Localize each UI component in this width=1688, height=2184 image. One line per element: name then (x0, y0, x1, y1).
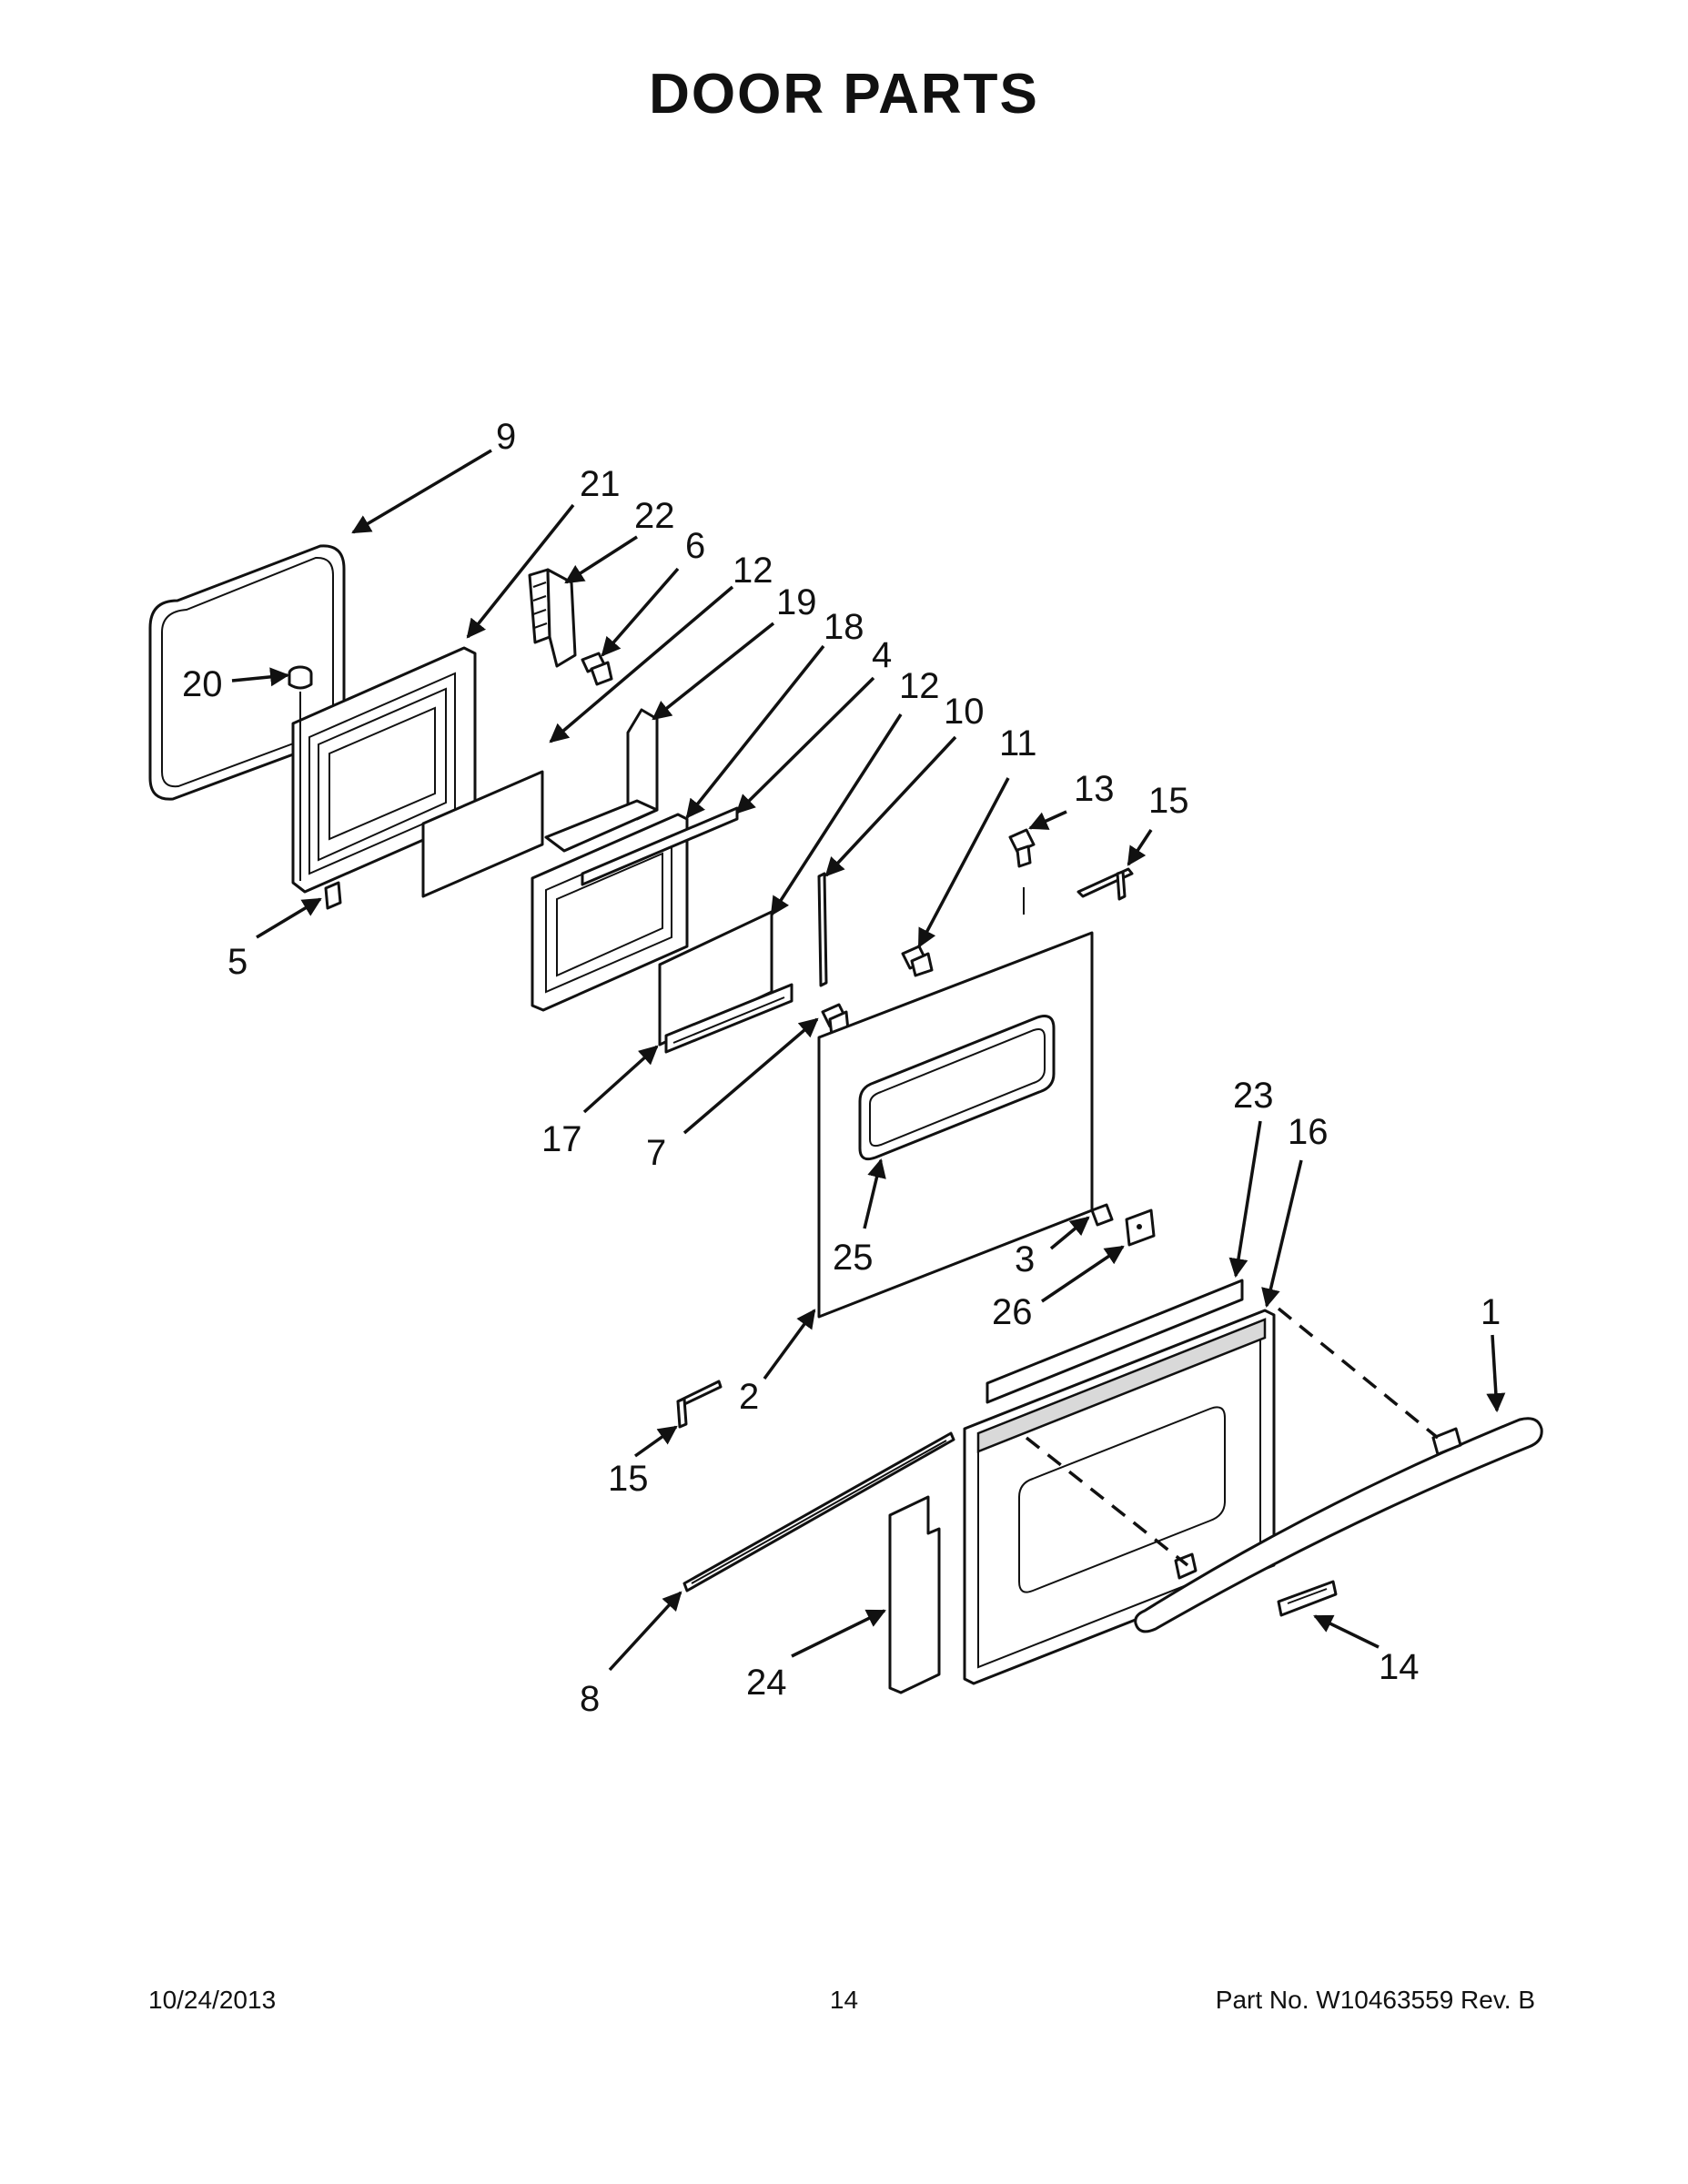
callout-12-upper: 12 (733, 551, 773, 591)
callout-21: 21 (580, 464, 621, 504)
page-title: DOOR PARTS (649, 63, 1039, 126)
callout-13: 13 (1074, 769, 1115, 809)
callout-26: 26 (992, 1292, 1033, 1332)
callout-16: 16 (1288, 1112, 1329, 1152)
part-26-plate (1125, 1208, 1156, 1247)
callout-3: 3 (1015, 1239, 1035, 1279)
callout-24: 24 (746, 1663, 787, 1703)
part-16-outer-door (963, 1309, 1276, 1685)
footer-part-number: Part No. W10463559 Rev. B (1215, 1986, 1535, 2014)
part-8-rail (682, 1431, 955, 1592)
callout-1: 1 (1481, 1292, 1501, 1332)
part-11-screw (901, 945, 934, 977)
callout-8: 8 (580, 1679, 600, 1719)
part-3-screw (1090, 1203, 1114, 1227)
callout-10: 10 (944, 692, 985, 732)
callout-2: 2 (739, 1377, 759, 1417)
part-24-insulation-panel (888, 1495, 941, 1694)
leader-lines (231, 449, 1506, 1672)
callout-9: 9 (496, 417, 516, 457)
callout-15-upper: 15 (1148, 781, 1189, 821)
callout-5: 5 (227, 942, 248, 982)
part-10-bar (817, 872, 828, 987)
part-25-window-trim (858, 1015, 1056, 1161)
part-4-strip (581, 806, 739, 886)
part-15-bracket-lower (676, 1380, 723, 1429)
callout-12-lower: 12 (899, 666, 940, 706)
callout-labels: 9 21 22 6 12 19 18 4 12 10 11 13 15 20 5… (182, 417, 1501, 1719)
callout-20: 20 (182, 664, 223, 704)
part-22-hinge (528, 568, 577, 668)
callout-19: 19 (776, 582, 817, 622)
footer-date: 10/24/2013 (148, 1986, 277, 2014)
callout-25: 25 (833, 1238, 874, 1278)
part-19-insulation (544, 708, 659, 853)
part-14-badge (1277, 1580, 1338, 1617)
part-6-screw (581, 652, 613, 686)
callout-17: 17 (541, 1119, 582, 1159)
part-15-bracket-upper (1076, 867, 1134, 901)
part-23-strip (986, 1279, 1244, 1404)
callout-14: 14 (1379, 1647, 1420, 1687)
part-17-strip (664, 983, 793, 1054)
callout-11: 11 (999, 723, 1037, 763)
part-1-handle (1025, 1307, 1543, 1633)
callout-23: 23 (1233, 1076, 1274, 1116)
part-12-glass-upper (421, 770, 544, 898)
part-5-clip (324, 881, 342, 910)
callout-4: 4 (872, 635, 892, 675)
callout-7: 7 (646, 1133, 666, 1173)
callout-6: 6 (685, 526, 705, 566)
callout-22: 22 (634, 496, 675, 536)
footer-page-number: 14 (829, 1986, 859, 2014)
part-13-screw (1008, 828, 1036, 915)
callout-15-lower: 15 (608, 1459, 649, 1499)
callout-18: 18 (824, 607, 864, 647)
